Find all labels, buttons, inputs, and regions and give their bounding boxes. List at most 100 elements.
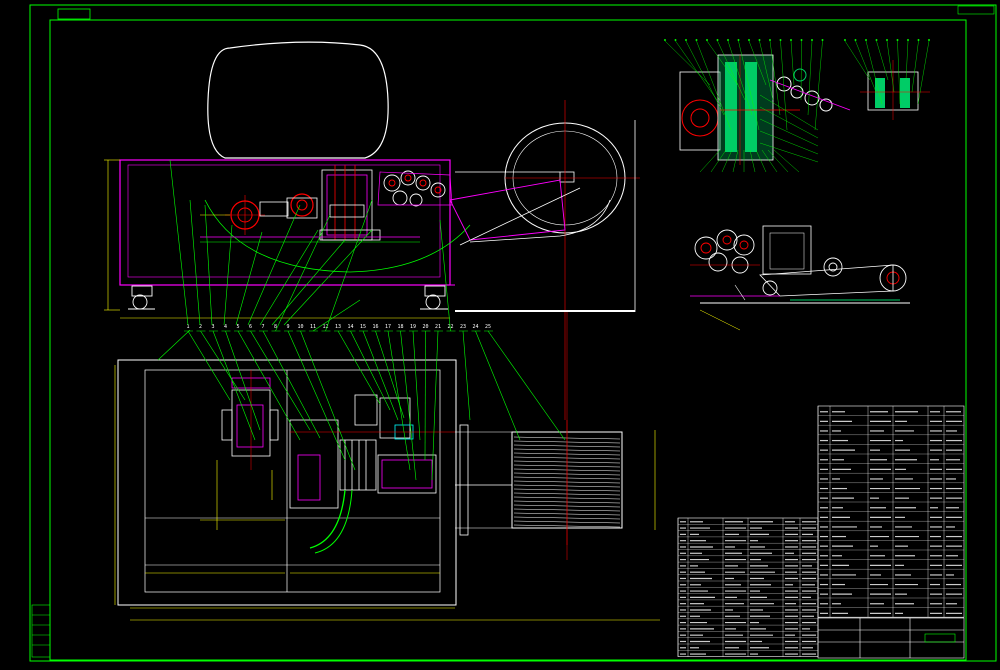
leader-line bbox=[710, 149, 727, 173]
gearbox-top bbox=[289, 394, 455, 509]
leader-line bbox=[212, 330, 256, 441]
leader-line bbox=[169, 159, 189, 326]
caster-right bbox=[420, 285, 448, 310]
section-balloon bbox=[737, 39, 740, 42]
part-balloon: 13 bbox=[335, 324, 341, 330]
section-balloon bbox=[844, 39, 847, 42]
part-balloon: 12 bbox=[322, 324, 328, 330]
leader-line bbox=[738, 40, 760, 131]
roller-cluster-front bbox=[377, 170, 453, 207]
large-reel-front bbox=[504, 100, 640, 420]
section-leaders bbox=[664, 39, 931, 173]
leader-line bbox=[400, 330, 417, 481]
leader-line bbox=[462, 330, 471, 421]
bom-table-right bbox=[817, 405, 965, 618]
gearbox-block bbox=[319, 165, 381, 241]
leader-line bbox=[487, 330, 566, 441]
section-balloon bbox=[748, 39, 751, 42]
section-balloon bbox=[716, 39, 719, 42]
part-balloon: 3 bbox=[211, 324, 214, 330]
section-view-a bbox=[679, 54, 851, 165]
leader-line bbox=[204, 204, 213, 326]
leader-line bbox=[337, 330, 381, 405]
leader-line bbox=[225, 330, 261, 431]
leader-line bbox=[706, 40, 739, 86]
leader-line bbox=[759, 94, 819, 131]
outer-border bbox=[29, 4, 997, 662]
leader-line bbox=[439, 219, 451, 332]
part-balloon: 4 bbox=[224, 324, 227, 330]
part-balloon: 19 bbox=[410, 324, 416, 330]
part-balloon: 9 bbox=[286, 324, 289, 330]
part-balloon: 6 bbox=[249, 324, 252, 330]
part-balloon: 18 bbox=[397, 324, 403, 330]
top-frame-outer bbox=[117, 359, 457, 606]
leader-line bbox=[727, 40, 753, 116]
leader-line bbox=[362, 330, 399, 421]
section-balloon bbox=[779, 39, 782, 42]
motor-top bbox=[221, 370, 279, 470]
detail-view bbox=[690, 225, 910, 331]
leader-line bbox=[157, 329, 191, 361]
section-view-b bbox=[860, 60, 930, 120]
leader-line bbox=[732, 149, 739, 173]
part-balloon: 1 bbox=[186, 324, 189, 330]
leader-line bbox=[300, 330, 356, 471]
leader-line bbox=[424, 330, 426, 461]
leader-line bbox=[271, 239, 346, 326]
section-balloon bbox=[758, 39, 761, 42]
bom-table-left bbox=[677, 517, 819, 657]
section-balloon bbox=[928, 39, 931, 42]
leader-line bbox=[475, 330, 521, 441]
part-balloon: 5 bbox=[236, 324, 239, 330]
leader-line bbox=[431, 330, 439, 481]
section-balloon bbox=[886, 39, 889, 42]
leader-line bbox=[675, 40, 718, 101]
section-balloon bbox=[790, 39, 793, 42]
leader-line bbox=[773, 149, 800, 173]
leader-line bbox=[911, 40, 919, 93]
leader-line bbox=[262, 330, 321, 439]
leader-line bbox=[237, 330, 301, 441]
leader-line bbox=[790, 40, 795, 86]
leader-line bbox=[247, 204, 301, 326]
section-balloon bbox=[811, 39, 814, 42]
leader-line bbox=[189, 199, 201, 326]
leader-line bbox=[696, 40, 732, 131]
part-balloon: 21 bbox=[435, 324, 441, 330]
leader-line bbox=[759, 130, 819, 155]
part-balloon: 16 bbox=[372, 324, 378, 330]
leader-line bbox=[699, 149, 721, 173]
leader-line bbox=[685, 40, 725, 116]
leader-lines bbox=[157, 159, 566, 481]
section-balloon bbox=[854, 39, 857, 42]
leader-line bbox=[223, 224, 233, 326]
leader-line bbox=[759, 40, 774, 101]
leader-line bbox=[275, 214, 331, 332]
leader-line bbox=[250, 330, 311, 431]
leader-line bbox=[755, 149, 767, 173]
section-balloon bbox=[695, 39, 698, 42]
part-balloon: 2 bbox=[199, 324, 202, 330]
leader-line bbox=[283, 229, 373, 326]
part-balloon: 20 bbox=[422, 324, 428, 330]
leader-line bbox=[259, 229, 319, 326]
leader-line bbox=[717, 40, 746, 101]
part-balloon: 25 bbox=[485, 324, 491, 330]
section-balloon bbox=[727, 39, 730, 42]
section-balloon bbox=[685, 39, 688, 42]
leader-line bbox=[235, 231, 263, 326]
top-view bbox=[114, 312, 660, 621]
leader-line bbox=[780, 40, 788, 131]
part-balloon: 17 bbox=[385, 324, 391, 330]
leader-line bbox=[844, 40, 871, 81]
part-balloon: 15 bbox=[360, 324, 366, 330]
leader-line bbox=[814, 40, 823, 131]
section-balloon bbox=[907, 39, 910, 42]
leader-line bbox=[350, 330, 391, 411]
coil-reel-top bbox=[455, 420, 623, 545]
part-balloon: 8 bbox=[274, 324, 277, 330]
